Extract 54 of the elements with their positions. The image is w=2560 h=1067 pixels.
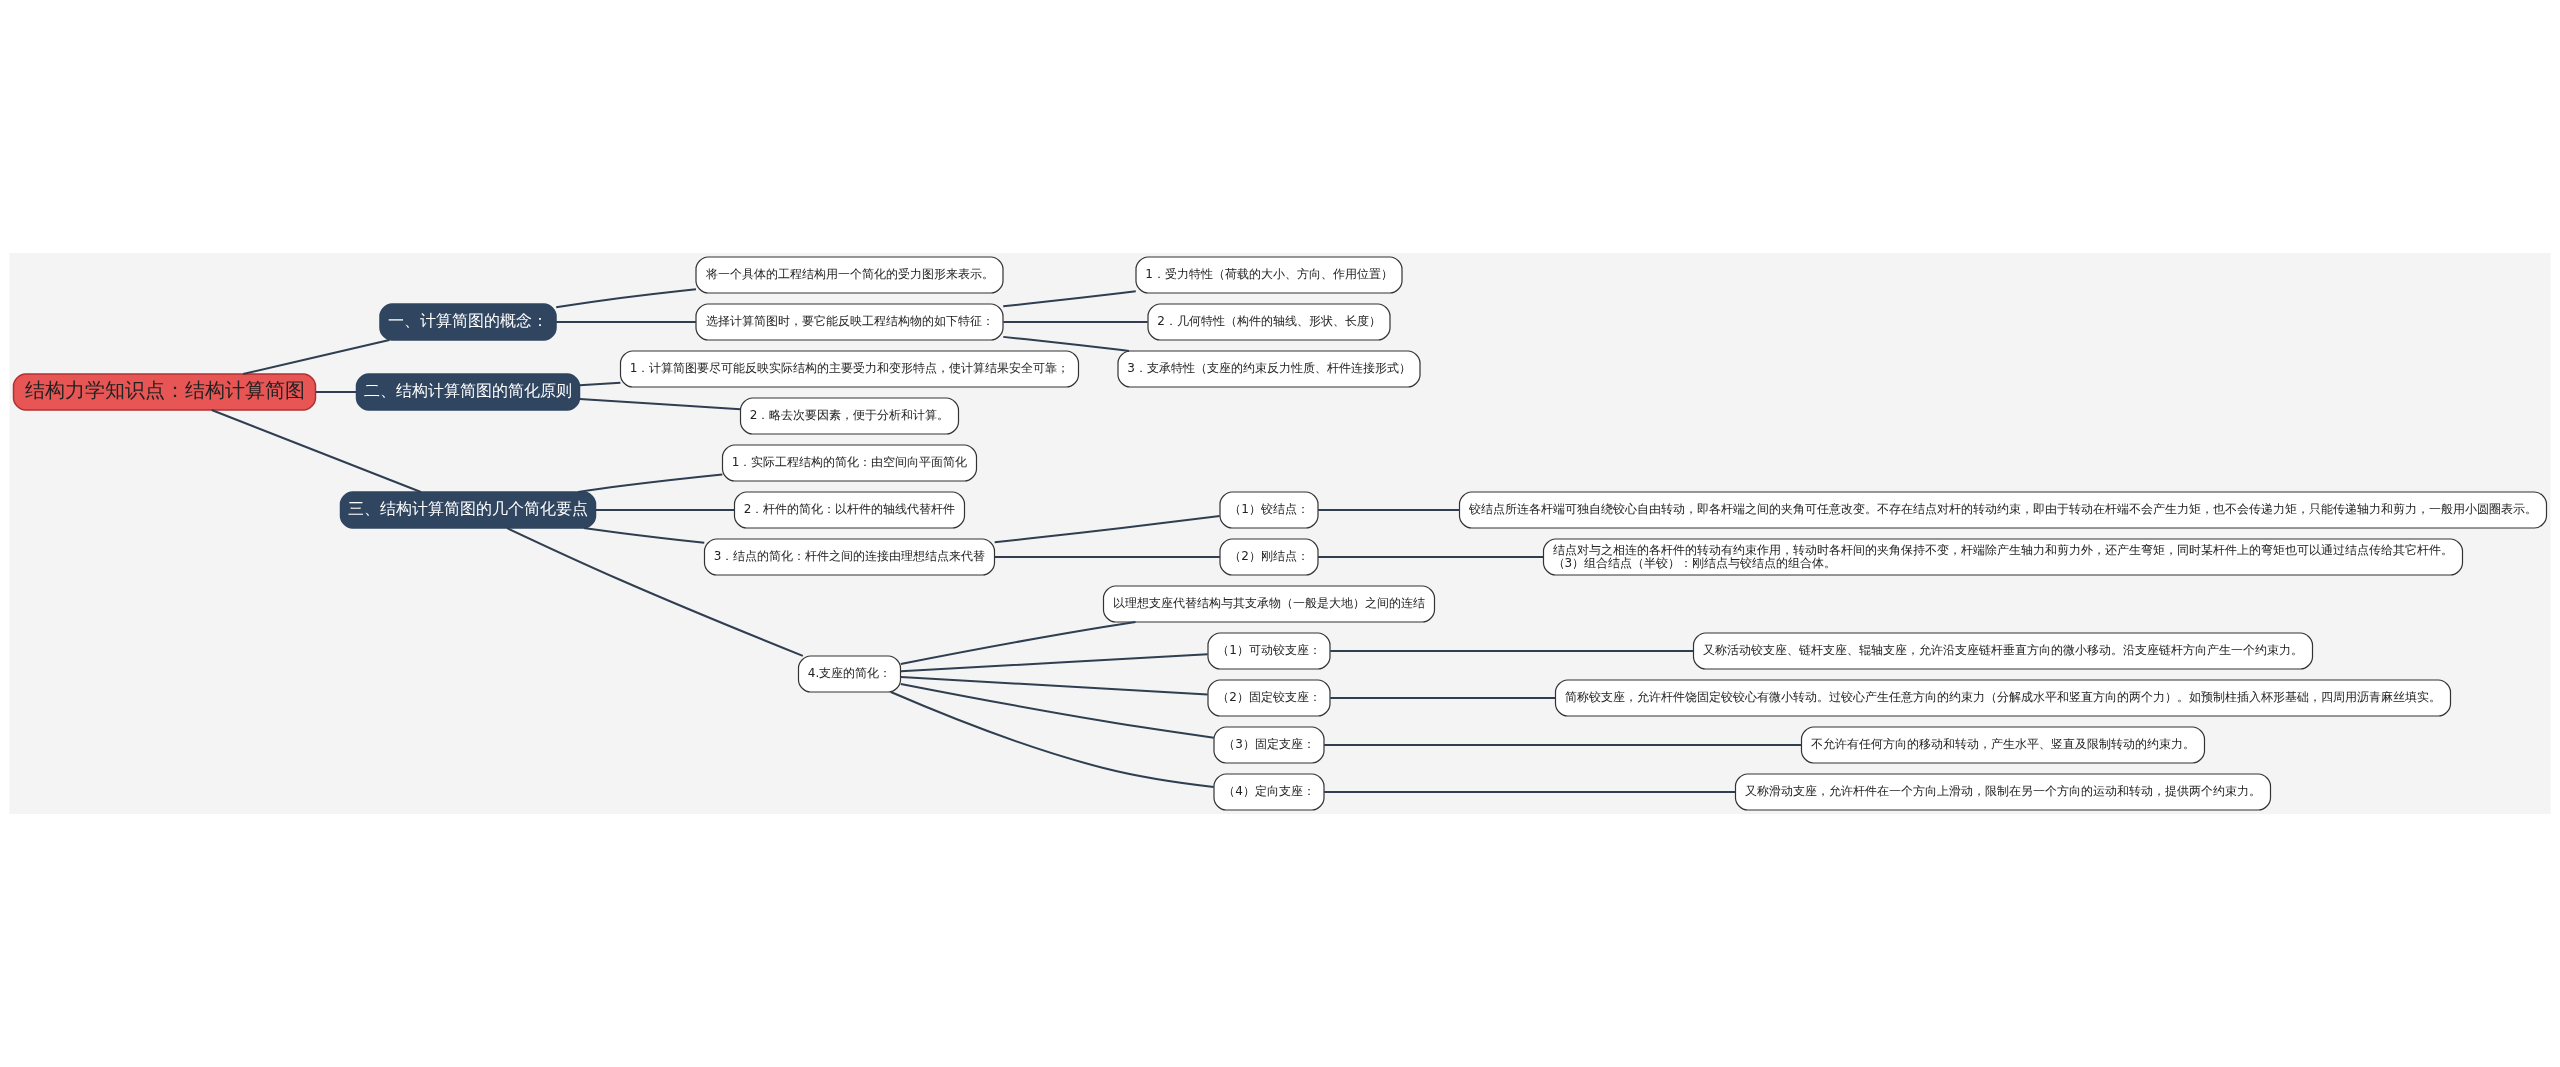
node-box: 4.支座的简化：: [797, 655, 902, 693]
connector: [1323, 791, 1737, 793]
connector: [1002, 290, 1137, 308]
connector: [1329, 650, 1695, 652]
node-box: 1．实际工程结构的简化：由空间向平面简化: [721, 444, 978, 482]
node-box: （1）可动铰支座：: [1207, 632, 1331, 670]
node-box: 又称滑动支座，允许杆件在一个方向上滑动，限制在另一个方向的运动和转动，提供两个约束力。: [1734, 773, 2272, 811]
connector: [555, 288, 697, 309]
node-box: 2．几何特性（构件的轴线、形状、长度）: [1147, 303, 1391, 341]
node-box: 以理想支座代替结构与其支承物（一般是大地）之间的连结: [1102, 585, 1436, 623]
node-box: 不允许有任何方向的移动和转动，产生水平、竖直及限制转动的约束力。: [1800, 726, 2206, 764]
connector: [594, 509, 736, 511]
node-box: 2．杆件的简化：以杆件的轴线代替杆件: [733, 491, 966, 529]
node-box: 3．支承特性（支座的约束反力性质、杆件连接形式）: [1117, 350, 1421, 388]
node-box: 1．受力特性（荷载的大小、方向、作用位置）: [1135, 256, 1403, 294]
node-box: 结构力学知识点：结构计算简图: [12, 373, 317, 411]
connector: [582, 527, 706, 544]
connector: [578, 381, 622, 387]
node-box: （1）铰结点：: [1219, 491, 1319, 529]
node-box: 2．略去次要因素，便于分析和计算。: [739, 397, 960, 435]
node-box: 1．计算简图要尽可能反映实际结构的主要受力和变形特点，使计算结果安全可靠；: [619, 350, 1080, 388]
connector: [506, 527, 804, 657]
node-box: 一、计算简图的概念：: [379, 303, 557, 341]
connector: [1002, 321, 1149, 323]
connector: [1317, 509, 1461, 511]
connector: [899, 682, 1215, 739]
connector: [899, 653, 1209, 673]
connector: [577, 473, 724, 493]
connector: [242, 339, 391, 375]
connector: [210, 409, 422, 493]
node-box: 简称铰支座，允许杆件饶固定铰铰心有微小转动。过铰心产生任意方向的约束力（分解成水平和竖直方向的两个力）。如预制柱插入杯形基础，四周用沥青麻丝填实。: [1554, 679, 2452, 717]
connector: [899, 621, 1137, 665]
connector: [993, 515, 1221, 544]
node-box: 铰结点所连各杆端可独自绕铰心自由转动，即各杆端之间的夹角可任意改变。不存在结点对杆的转动约束，即由于转动在杆端不会产生力矩，也不会传递力矩，只能传递轴力和剪力，一般用小圆圈表示。: [1458, 491, 2548, 529]
node-box: （2）固定铰支座：: [1207, 679, 1331, 717]
connector: [1317, 556, 1545, 558]
connector: [578, 398, 742, 411]
connector: [555, 321, 697, 323]
node-box: 二、结构计算简图的简化原则: [355, 373, 581, 411]
node-box: 3．结点的简化：杆件之间的连接由理想结点来代替: [703, 538, 996, 576]
connector: [889, 691, 1215, 788]
node-box: 三、结构计算简图的几个简化要点: [339, 491, 597, 529]
node-box: （2）刚结点：: [1219, 538, 1319, 576]
node-box: （3）固定支座：: [1213, 726, 1325, 764]
connector: [1002, 335, 1131, 352]
node-box: 又称活动铰支座、链杆支座、辊轴支座，允许沿支座链杆垂直方向的微小移动。沿支座链杆方向产生一个约束力。: [1692, 632, 2314, 670]
node-box: 将一个具体的工程结构用一个简化的受力图形来表示。: [695, 256, 1004, 294]
connector: [314, 391, 358, 393]
node-box: 选择计算简图时，要它能反映工程结构物的如下特征：: [695, 303, 1004, 341]
connector: [899, 675, 1209, 696]
node-box: （4）定向支座：: [1213, 773, 1325, 811]
node-box: 结点对与之相连的各杆件的转动有约束作用，转动时各杆间的夹角保持不变，杆端除产生轴力和剪力外，还产生弯矩，同时某杆件上的弯矩也可以通过结点传给其它杆件。 （3）组合结点（半铰）：刚结点与铰结点的组合体。: [1542, 538, 2464, 576]
connector: [993, 556, 1221, 558]
connector: [1329, 697, 1557, 699]
